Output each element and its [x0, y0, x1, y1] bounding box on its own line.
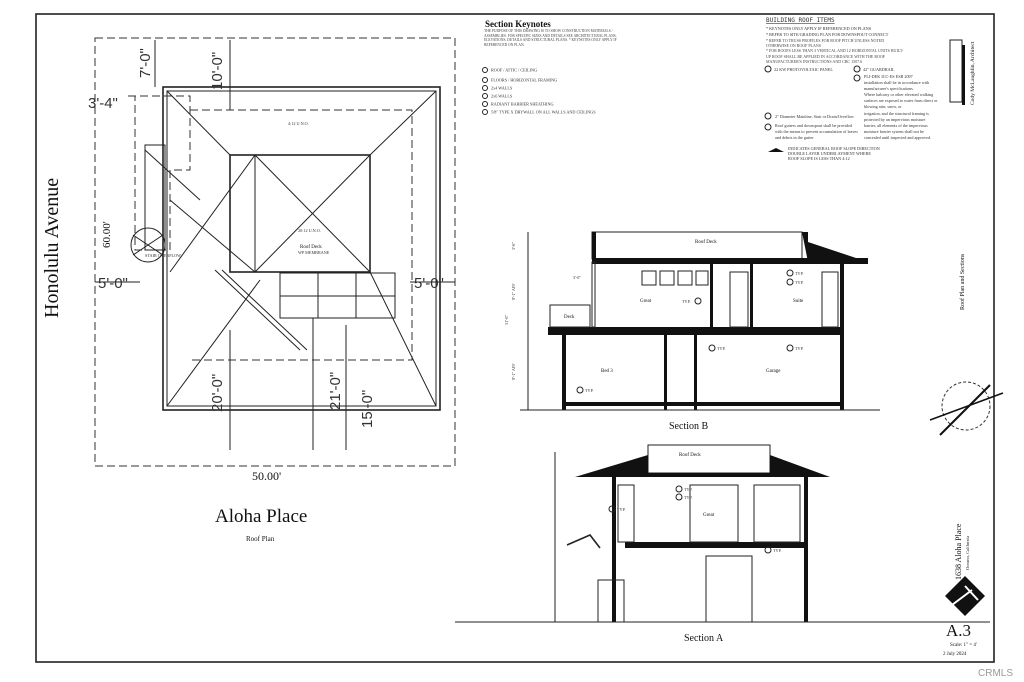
svg-text:9'-1" AFF: 9'-1" AFF [511, 363, 516, 380]
architect-block: Cody McLaughlin, Architect Roof Plan and… [949, 39, 976, 310]
svg-text:TYP.: TYP. [717, 346, 726, 351]
sheet-number: A.3 [946, 621, 971, 640]
project-address: 1638 Aloha Place [954, 523, 963, 580]
roof-note: * FOR ROOFS LESS THAN 3 VERTICAL AND 12 … [766, 48, 904, 64]
keynote-item: RADIANT BARRIER SHEATHING [491, 102, 554, 107]
keynote-item: ROOF / ATTIC / CEILING [491, 68, 537, 73]
deck-slope-label: 20:12 U.N.O. [298, 228, 321, 233]
svg-text:TYP.: TYP. [795, 271, 804, 276]
dim-bottom-a: 20'-0" [209, 374, 226, 412]
roof-note: * KEYNOTES ONLY APPLY IF REFERENCED ON P… [766, 26, 872, 31]
slope-note: ROOF SLOPE IS LESS THAN 4:12 [788, 156, 850, 161]
dim-left-offset: 3'-4" [88, 95, 118, 112]
slope-note: DOUBLE LAYER UNDERLAYMENT WHERE [788, 151, 871, 156]
roof-note: * REFER TO SITE/GRADING PLAN FOR DOWNSPO… [766, 32, 889, 37]
guardrail-note: 42" GUARDRAIL [863, 67, 895, 72]
svg-text:31'-6": 31'-6" [504, 315, 509, 325]
property-line [94, 37, 456, 467]
section-b-title: Section B [669, 421, 708, 432]
dim-top-mid: 10'-0" [209, 52, 226, 90]
plan-subtitle: Roof Plan [246, 535, 275, 543]
section-b: Roof Deck Great Suite Deck Bed 3 Garage … [504, 231, 880, 432]
room-deck: Deck [564, 315, 575, 320]
room-bed: Bed 3 [601, 369, 613, 374]
slope-label: 4:12 U.N.O. [288, 121, 309, 126]
keynote-item: 5/8" TYPE X DRYWALL ON ALL WALLS AND CEI… [491, 110, 596, 115]
svg-text:3'-0": 3'-0" [573, 275, 581, 280]
room-great: Great [703, 513, 715, 518]
dim-right-side: 5'-0" [414, 275, 444, 292]
svg-text:TYP.: TYP. [682, 299, 691, 304]
watermark: CRMLS [978, 668, 1013, 679]
room-roof-deck: Roof Deck [695, 240, 717, 245]
slope-arrow-icon [768, 148, 784, 152]
svg-text:TYP.: TYP. [773, 548, 782, 553]
pv-note: 22 KW PHOTOVOLTAIC PANEL [774, 67, 833, 72]
gutter-note: Roof gutters and downspout shall be prov… [775, 123, 858, 140]
svg-text:TYP.: TYP. [795, 346, 804, 351]
roof-outline [162, 86, 441, 411]
dim-top-left: 7'-0" [137, 48, 154, 78]
svg-text:3'-6": 3'-6" [511, 242, 516, 250]
section-a: Roof Deck Great TYP. TYP. TYP. TYP. Sect… [455, 444, 990, 644]
architect-name: Cody McLaughlin, Architect [970, 41, 976, 105]
roof-note: * REFER TO TRUSS PROFILES FOR ROOF PITCH… [766, 38, 885, 49]
roof-deck-area [229, 154, 371, 273]
slope-note: INDICATES GENERAL ROOF SLOPE DIRECTION [788, 146, 880, 151]
roof-deck-label: Roof Deck [300, 245, 322, 250]
svg-text:TYP.: TYP. [617, 507, 626, 512]
project-city: Oceano, California [965, 536, 971, 570]
pv-panels [279, 272, 396, 319]
keynote-item: 2x6 WALLS [491, 94, 513, 99]
plan-title: Aloha Place [215, 506, 307, 527]
keynotes-intro: THE PURPOSE OF THIS DRAWING IS TO SHOW C… [484, 29, 617, 48]
svg-text:TYP.: TYP. [684, 495, 693, 500]
sheet-date: 2 July 2024 [943, 652, 967, 657]
sheet-title: Roof Plan and Sections [959, 253, 966, 310]
sheet-scale: Scale: 1" = 4' [950, 643, 977, 648]
street-name: Honolulu Avenue [41, 178, 63, 318]
svg-text:TYP.: TYP. [684, 487, 693, 492]
building-roof-items: BUILDING ROOF ITEMS * KEYNOTES ONLY APPL… [764, 17, 938, 161]
dim-depth: 60.00' [101, 221, 113, 248]
keynotes-title: Section Keynotes [485, 19, 551, 29]
dim-left-side: 5'-0" [98, 275, 128, 292]
room-roof-deck: Roof Deck [679, 453, 701, 458]
roof-plan: 7'-0" 10'-0" 3'-4" 60.00' 5'-0" 5'-0" 20… [88, 37, 456, 483]
svg-text:TYP.: TYP. [795, 280, 804, 285]
room-great: Great [640, 299, 652, 304]
logo-icon [945, 576, 985, 616]
room-garage: Garage [766, 369, 781, 374]
dim-width: 50.00' [252, 469, 281, 483]
sheet-border [35, 13, 995, 663]
svg-text:TYP.: TYP. [585, 388, 594, 393]
section-a-title: Section A [684, 633, 724, 644]
section-keynotes: Section Keynotes THE PURPOSE OF THIS DRA… [482, 19, 617, 115]
roof-items-title: BUILDING ROOF ITEMS [766, 17, 835, 24]
keynote-item: 2x4 WALLS [491, 86, 513, 91]
dim-bottom-c: 15'-0" [359, 390, 376, 428]
overflow-note: 2" Diameter Mainline, Stair or Drain/Ove… [775, 114, 854, 120]
room-suite: Suite [793, 299, 804, 304]
stair-label: STAIR OVERFLOW [145, 253, 181, 258]
spiral-stair [130, 227, 166, 263]
keynote-list: ROOF / ATTIC / CEILING FLOORS / HORIZONT… [482, 67, 596, 115]
architect-stamp [929, 381, 1004, 436]
svg-text:9'-1" AFF: 9'-1" AFF [511, 283, 516, 300]
dim-bottom-b: 21'-0" [327, 372, 344, 410]
membrane-label: WP MEMBRANE [298, 250, 330, 255]
keynote-item: FLOORS / HORIZONTAL FRAMING [491, 78, 557, 83]
